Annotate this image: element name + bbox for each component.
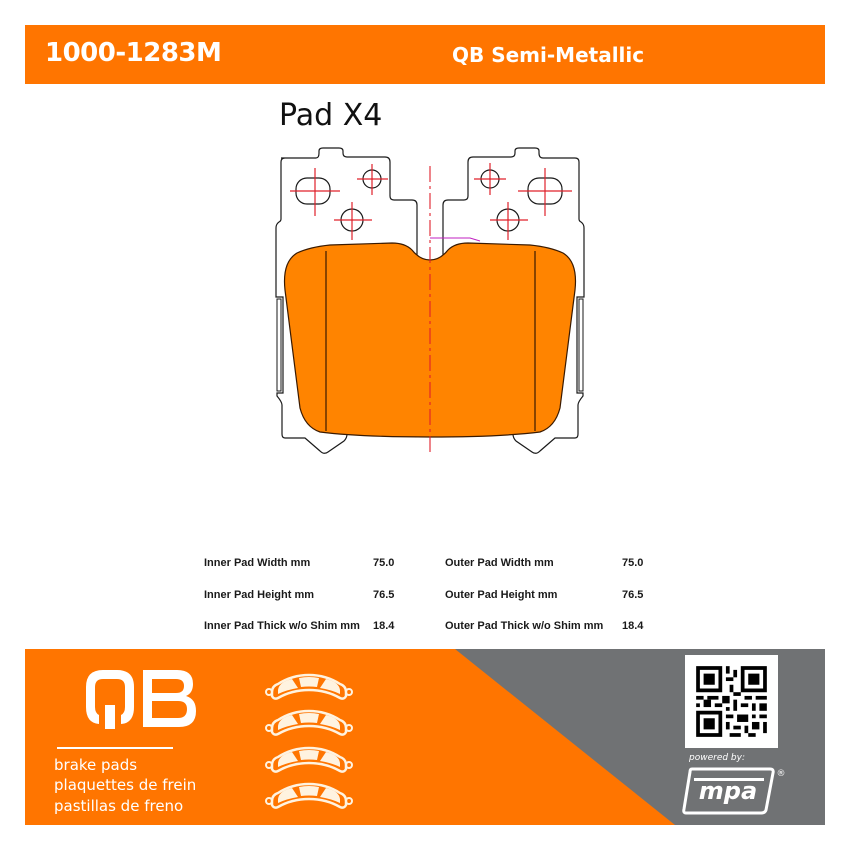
tagline-fr: plaquettes de frein xyxy=(54,776,197,794)
brake-pad-drawing xyxy=(275,147,585,454)
outer-width-value: 75.0 xyxy=(622,557,644,569)
outer-height-label: Outer Pad Height mm xyxy=(445,589,558,601)
powered-by-label: powered by: xyxy=(689,753,745,763)
inner-thick-value: 18.4 xyxy=(373,620,395,632)
qr-code-icon[interactable] xyxy=(685,655,778,748)
left-holes xyxy=(290,164,388,240)
left-slot xyxy=(276,298,282,392)
tagline-es: pastillas de freno xyxy=(54,797,184,815)
inner-height-label: Inner Pad Height mm xyxy=(204,589,315,601)
inner-width-value: 75.0 xyxy=(373,557,395,569)
svg-text:mpa: mpa xyxy=(699,777,757,805)
right-slot xyxy=(578,298,584,392)
brake-pad-icons xyxy=(264,673,354,809)
product-line: QB Semi-Metallic xyxy=(452,43,645,67)
outer-thick-label: Outer Pad Thick w/o Shim mm xyxy=(445,620,604,632)
part-number: 1000-1283M xyxy=(45,38,222,68)
mpa-logo: mpa ® xyxy=(682,767,786,815)
logo-divider xyxy=(57,747,173,749)
qb-logo xyxy=(86,670,196,729)
outer-thick-value: 18.4 xyxy=(622,620,644,632)
inner-width-label: Inner Pad Width mm xyxy=(204,557,311,569)
svg-text:®: ® xyxy=(777,769,786,779)
pad-count-title: Pad X4 xyxy=(279,98,383,133)
outer-width-label: Outer Pad Width mm xyxy=(445,557,554,569)
outer-height-value: 76.5 xyxy=(622,589,644,601)
right-holes xyxy=(474,163,572,240)
inner-thick-label: Inner Pad Thick w/o Shim mm xyxy=(204,620,360,632)
header-bar: 1000-1283M QB Semi-Metallic xyxy=(25,25,825,84)
tagline-en: brake pads xyxy=(54,756,138,774)
inner-height-value: 76.5 xyxy=(373,589,395,601)
